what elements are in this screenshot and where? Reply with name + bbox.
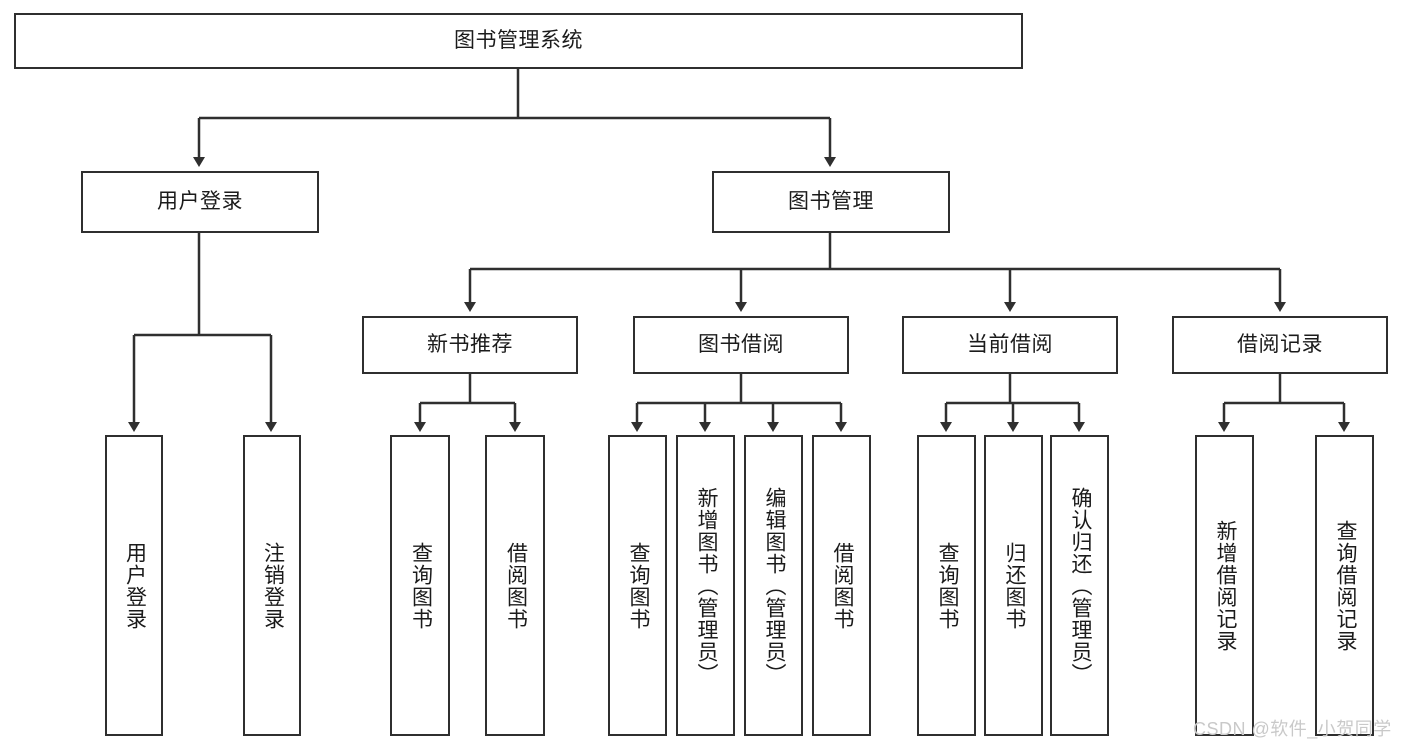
node-book-borrow-label: 图书借阅: [698, 333, 784, 357]
node-root-label: 图书管理系统: [454, 29, 583, 53]
node-leaf-query-book-rec-label: 查询图书: [409, 541, 433, 630]
node-root[interactable]: 图书管理系统: [14, 13, 1023, 69]
node-leaf-query-book-bb-label: 查询图书: [626, 541, 650, 630]
node-leaf-query-book-cb-label: 查询图书: [935, 541, 959, 630]
node-leaf-query-record-label: 查询借阅记录: [1333, 519, 1357, 652]
node-leaf-query-record[interactable]: 查询借阅记录: [1315, 435, 1374, 736]
node-leaf-query-book-cb[interactable]: 查询图书: [917, 435, 976, 736]
node-current-borrow[interactable]: 当前借阅: [902, 316, 1118, 374]
node-leaf-confirm-return[interactable]: 确认归还（管理员）: [1050, 435, 1109, 736]
node-user-login-label: 用户登录: [157, 190, 243, 214]
node-leaf-borrow-book-rec-label: 借阅图书: [504, 541, 528, 630]
node-leaf-borrow-book-bb-label: 借阅图书: [830, 541, 854, 630]
node-user-login[interactable]: 用户登录: [81, 171, 319, 233]
node-leaf-return-book[interactable]: 归还图书: [984, 435, 1043, 736]
node-leaf-add-book-label: 新增图书（管理员）: [694, 486, 718, 685]
node-new-book-rec[interactable]: 新书推荐: [362, 316, 578, 374]
node-leaf-query-book-bb[interactable]: 查询图书: [608, 435, 667, 736]
node-leaf-add-book[interactable]: 新增图书（管理员）: [676, 435, 735, 736]
node-book-manage-label: 图书管理: [788, 190, 874, 214]
node-borrow-record[interactable]: 借阅记录: [1172, 316, 1388, 374]
node-leaf-query-book-rec[interactable]: 查询图书: [390, 435, 450, 736]
node-current-borrow-label: 当前借阅: [967, 333, 1053, 357]
node-leaf-user-login-label: 用户登录: [123, 541, 147, 630]
node-leaf-add-record-label: 新增借阅记录: [1213, 519, 1237, 652]
node-leaf-return-book-label: 归还图书: [1002, 541, 1026, 630]
node-leaf-confirm-return-label: 确认归还（管理员）: [1068, 486, 1092, 685]
node-leaf-logout[interactable]: 注销登录: [243, 435, 301, 736]
node-new-book-rec-label: 新书推荐: [427, 333, 513, 357]
node-borrow-record-label: 借阅记录: [1237, 333, 1323, 357]
node-book-manage[interactable]: 图书管理: [712, 171, 950, 233]
watermark-text: CSDN @软件_小贺同学: [1193, 719, 1392, 739]
node-leaf-borrow-book-rec[interactable]: 借阅图书: [485, 435, 545, 736]
node-leaf-borrow-book-bb[interactable]: 借阅图书: [812, 435, 871, 736]
node-book-borrow[interactable]: 图书借阅: [633, 316, 849, 374]
node-leaf-add-record[interactable]: 新增借阅记录: [1195, 435, 1254, 736]
node-leaf-edit-book[interactable]: 编辑图书（管理员）: [744, 435, 803, 736]
node-leaf-logout-label: 注销登录: [261, 541, 285, 630]
node-leaf-user-login[interactable]: 用户登录: [105, 435, 163, 736]
node-leaf-edit-book-label: 编辑图书（管理员）: [762, 486, 786, 685]
